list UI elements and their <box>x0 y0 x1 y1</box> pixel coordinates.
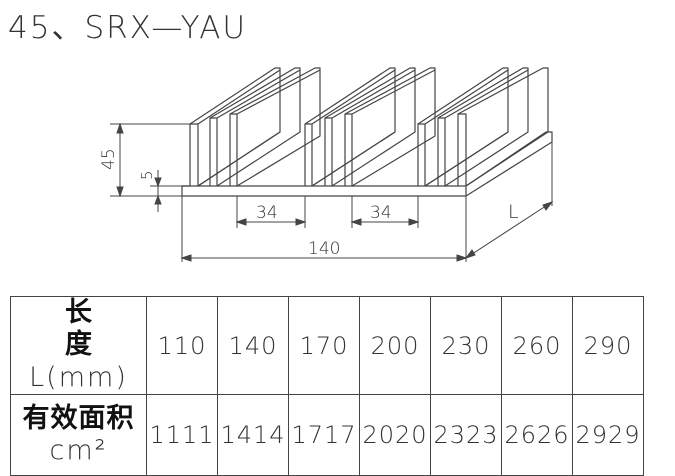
area-cell: 2626 <box>501 394 573 476</box>
length-cell: 170 <box>288 295 360 396</box>
length-cell: 290 <box>572 295 644 396</box>
length-label-cn: 长 度 <box>65 297 110 361</box>
area-cell: 2020 <box>359 394 431 476</box>
length-label-unit: L(mm) <box>29 361 128 393</box>
fin-9 <box>457 67 549 187</box>
area-cell: 1717 <box>288 394 360 476</box>
table-row: 长 度 L(mm) 110 140 170 200 230 260 290 <box>10 295 644 396</box>
row-label-area: 有效面积 cm² <box>10 394 147 476</box>
dim-height-label: 45 <box>99 148 119 170</box>
page-title: 45、SRX—YAU <box>8 10 248 46</box>
length-cell: 260 <box>501 295 573 396</box>
length-cell: 200 <box>359 295 431 396</box>
length-cell: 140 <box>217 295 289 396</box>
dim-length-label: L <box>508 201 519 223</box>
dim-gap-right-label: 34 <box>370 203 392 223</box>
dim-base-label: 5 <box>138 170 156 180</box>
area-cell: 2323 <box>430 394 502 476</box>
length-cell: 110 <box>146 295 218 396</box>
area-label-cn: 有效面积 <box>22 402 135 434</box>
table-row: 有效面积 cm² 1111 1414 1717 2020 2323 2626 2… <box>10 394 644 476</box>
fin-5 <box>324 67 416 187</box>
length-cell: 230 <box>430 295 502 396</box>
dim-width-label: 140 <box>308 239 340 259</box>
fin-3 <box>229 67 321 187</box>
area-label-unit: cm² <box>49 435 108 467</box>
fin-7 <box>417 67 509 187</box>
dim-gap-left-label: 34 <box>256 203 278 223</box>
area-cell: 2929 <box>572 394 644 476</box>
fin-8 <box>437 67 529 187</box>
heatsink-drawing: 45 5 34 34 140 L <box>99 67 554 262</box>
area-cell: 1111 <box>146 394 218 476</box>
row-label-length: 长 度 L(mm) <box>10 295 147 396</box>
spec-table: 长 度 L(mm) 110 140 170 200 230 260 290 有效… <box>10 295 644 476</box>
area-cell: 1414 <box>217 394 289 476</box>
fin-2 <box>209 67 301 187</box>
fin-6 <box>344 67 436 187</box>
